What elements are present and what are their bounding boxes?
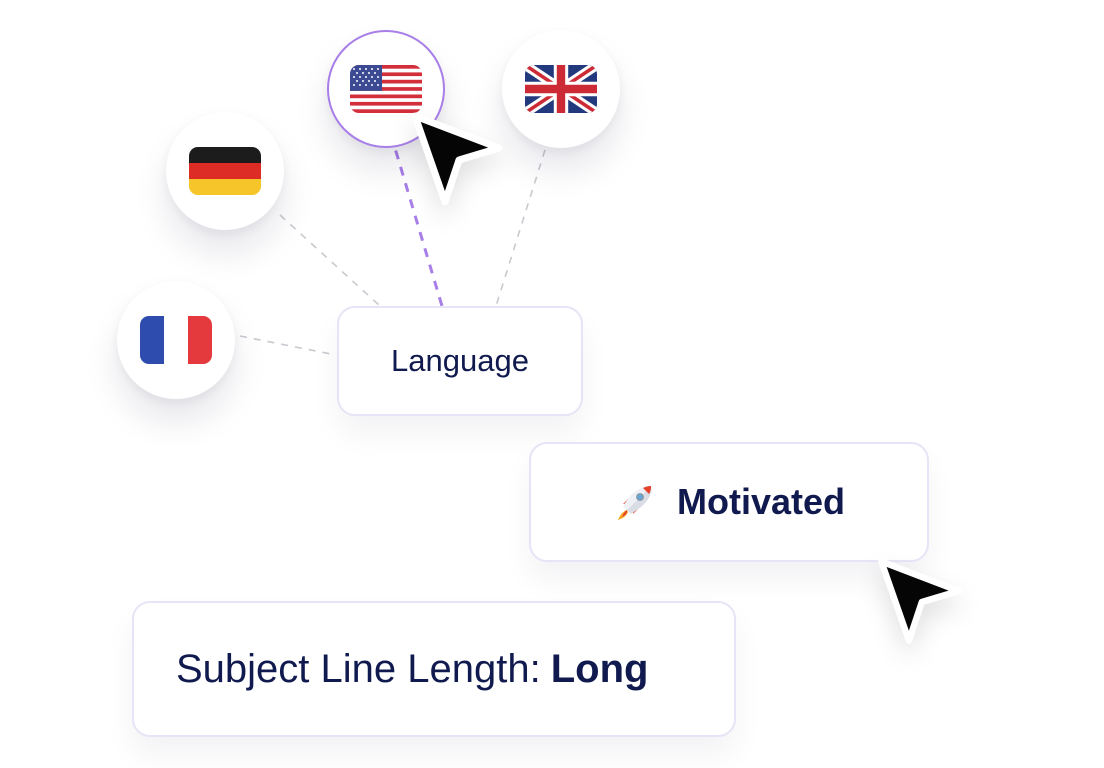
connector-de (279, 214, 381, 307)
subject-line-value: Long (550, 646, 649, 691)
language-label: Language (391, 343, 529, 378)
us-flag-icon (350, 65, 422, 113)
pointer-cursor-icon (878, 558, 962, 644)
flag-option-us[interactable] (327, 30, 445, 148)
flag-option-de[interactable] (166, 112, 284, 230)
subject-line-label: Subject Line Length: (176, 646, 541, 691)
rocket-icon (613, 480, 657, 524)
connector-fr (239, 335, 337, 356)
language-card[interactable]: Language (337, 306, 583, 416)
tone-label: Motivated (676, 481, 845, 522)
flag-option-uk[interactable] (502, 30, 620, 148)
germany-flag-icon (189, 147, 261, 195)
france-flag-icon (140, 316, 212, 364)
flag-option-fr[interactable] (117, 281, 235, 399)
subject-line-card[interactable]: Subject Line Length: Long (132, 601, 736, 737)
pointer-cursor-icon (411, 112, 503, 206)
uk-flag-icon (525, 65, 597, 113)
tone-card[interactable]: Motivated (529, 442, 929, 562)
